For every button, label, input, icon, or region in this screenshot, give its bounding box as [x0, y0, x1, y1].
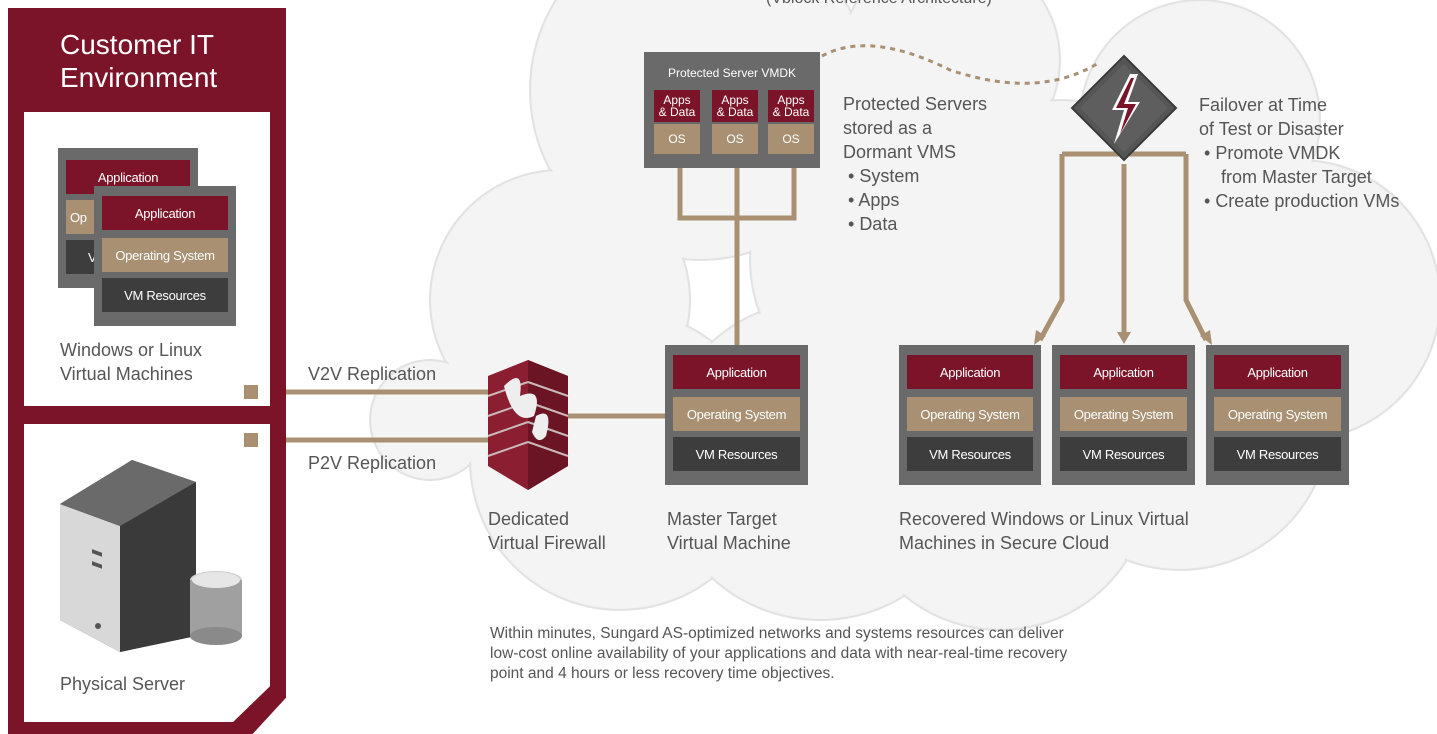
failover-bullet-1: • Promote VMDK: [1199, 143, 1341, 163]
server-icon: [60, 460, 242, 652]
footer-line3: point and 4 hours or less recovery time …: [490, 665, 835, 682]
recovered-vm-1: Application Operating System VM Resource…: [899, 345, 1041, 485]
rec3-res: VM Resources: [1214, 437, 1341, 471]
customer-title: Customer IT Environment: [60, 28, 260, 94]
footer-line1: Within minutes, Sungard AS-optimized net…: [490, 625, 1064, 642]
master-target-label: Master Target Virtual Machine: [667, 507, 791, 555]
apps-1-line2: & Data: [658, 105, 696, 119]
firewall-icon: [487, 360, 569, 490]
failover-bullet1-line1: Promote VMDK: [1215, 143, 1341, 163]
protected-desc-line1: Protected Servers: [843, 94, 988, 114]
master-vm-res: VM Resources: [673, 437, 800, 471]
rec2-os: Operating System: [1060, 397, 1187, 431]
front-vm-app: Application: [102, 196, 228, 230]
recovered-label-line1: Recovered Windows or Linux Virtual: [899, 509, 1189, 529]
top-caption: (Vblock Reference Architecture): [766, 0, 992, 8]
protected-apps-1: Apps& Data: [654, 90, 700, 122]
apps-3-line2: & Data: [772, 105, 810, 119]
customer-vm-label-line2: Virtual Machines: [60, 364, 193, 384]
apps-1-line1: Apps: [663, 93, 691, 107]
bullet-data: Data: [859, 214, 898, 234]
recovered-label-line2: Machines in Secure Cloud: [899, 533, 1110, 553]
customer-vm-front: Application Operating System VM Resource…: [94, 186, 236, 326]
protected-os-3: OS: [768, 124, 814, 154]
master-vm-os: Operating System: [673, 397, 800, 431]
rec1-res: VM Resources: [907, 437, 1033, 471]
bullet-apps: Apps: [858, 190, 900, 210]
protected-os-2: OS: [712, 124, 758, 154]
firewall-label-line2: Virtual Firewall: [488, 533, 606, 553]
bullet-system: System: [859, 166, 920, 186]
failover-text: Failover at Time of Test or Disaster • P…: [1199, 93, 1399, 213]
failover-bullet-2: • Create production VMs: [1199, 191, 1400, 211]
lightning-icon: [1070, 54, 1178, 162]
firewall-label-line1: Dedicated: [488, 509, 570, 529]
front-vm-os: Operating System: [102, 238, 228, 272]
customer-title-line2: Environment: [60, 62, 218, 93]
failover-bullet1-line2: from Master Target: [1221, 167, 1372, 187]
rec1-app: Application: [907, 355, 1033, 389]
customer-vm-label-line1: Windows or Linux: [60, 340, 203, 360]
firewall-label: Dedicated Virtual Firewall: [488, 507, 606, 555]
recovered-vm-2: Application Operating System VM Resource…: [1052, 345, 1195, 485]
master-target-vm: Application Operating System VM Resource…: [665, 345, 808, 485]
footer-line2: low-cost online availability of your app…: [490, 645, 1068, 662]
footer-description: Within minutes, Sungard AS-optimized net…: [490, 624, 1250, 684]
recovered-vm-3: Application Operating System VM Resource…: [1206, 345, 1349, 485]
protected-apps-2: Apps& Data: [712, 90, 758, 122]
master-vm-app: Application: [673, 355, 800, 389]
protected-apps-3: Apps& Data: [768, 90, 814, 122]
apps-2-line1: Apps: [721, 93, 749, 107]
protected-server-title: Protected Server VMDK: [667, 66, 797, 80]
failover-bullet-1b: from Master Target: [1199, 165, 1399, 189]
protected-bullet-1: • System: [843, 166, 920, 186]
apps-2-line2: & Data: [716, 105, 754, 119]
protected-bullet-2: • Apps: [843, 190, 900, 210]
protected-bullet-3: • Data: [843, 214, 898, 234]
rec3-os: Operating System: [1214, 397, 1341, 431]
protected-desc-line3: Dormant VMS: [843, 142, 957, 162]
p2v-port: [244, 433, 258, 447]
rec2-res: VM Resources: [1060, 437, 1187, 471]
recovered-label: Recovered Windows or Linux Virtual Machi…: [899, 507, 1189, 555]
v2v-label: V2V Replication: [308, 364, 437, 384]
physical-server-label: Physical Server: [60, 674, 186, 694]
rec1-os: Operating System: [907, 397, 1033, 431]
failover-bullet2-text: Create production VMs: [1215, 191, 1400, 211]
failover-line2: of Test or Disaster: [1199, 119, 1344, 139]
v2v-port: [244, 385, 258, 399]
customer-vm-label: Windows or Linux Virtual Machines: [60, 338, 202, 386]
front-vm-res: VM Resources: [102, 278, 228, 312]
failover-line1: Failover at Time: [1199, 95, 1328, 115]
p2v-label: P2V Replication: [308, 453, 437, 473]
customer-title-line1: Customer IT: [60, 29, 215, 60]
master-label-line1: Master Target: [667, 509, 777, 529]
protected-description: Protected Servers stored as a Dormant VM…: [843, 92, 987, 236]
apps-3-line1: Apps: [777, 93, 805, 107]
rec2-app: Application: [1060, 355, 1187, 389]
protected-desc-line2: stored as a: [843, 118, 933, 138]
protected-os-1: OS: [654, 124, 700, 154]
master-label-line2: Virtual Machine: [667, 533, 791, 553]
rec3-app: Application: [1214, 355, 1341, 389]
